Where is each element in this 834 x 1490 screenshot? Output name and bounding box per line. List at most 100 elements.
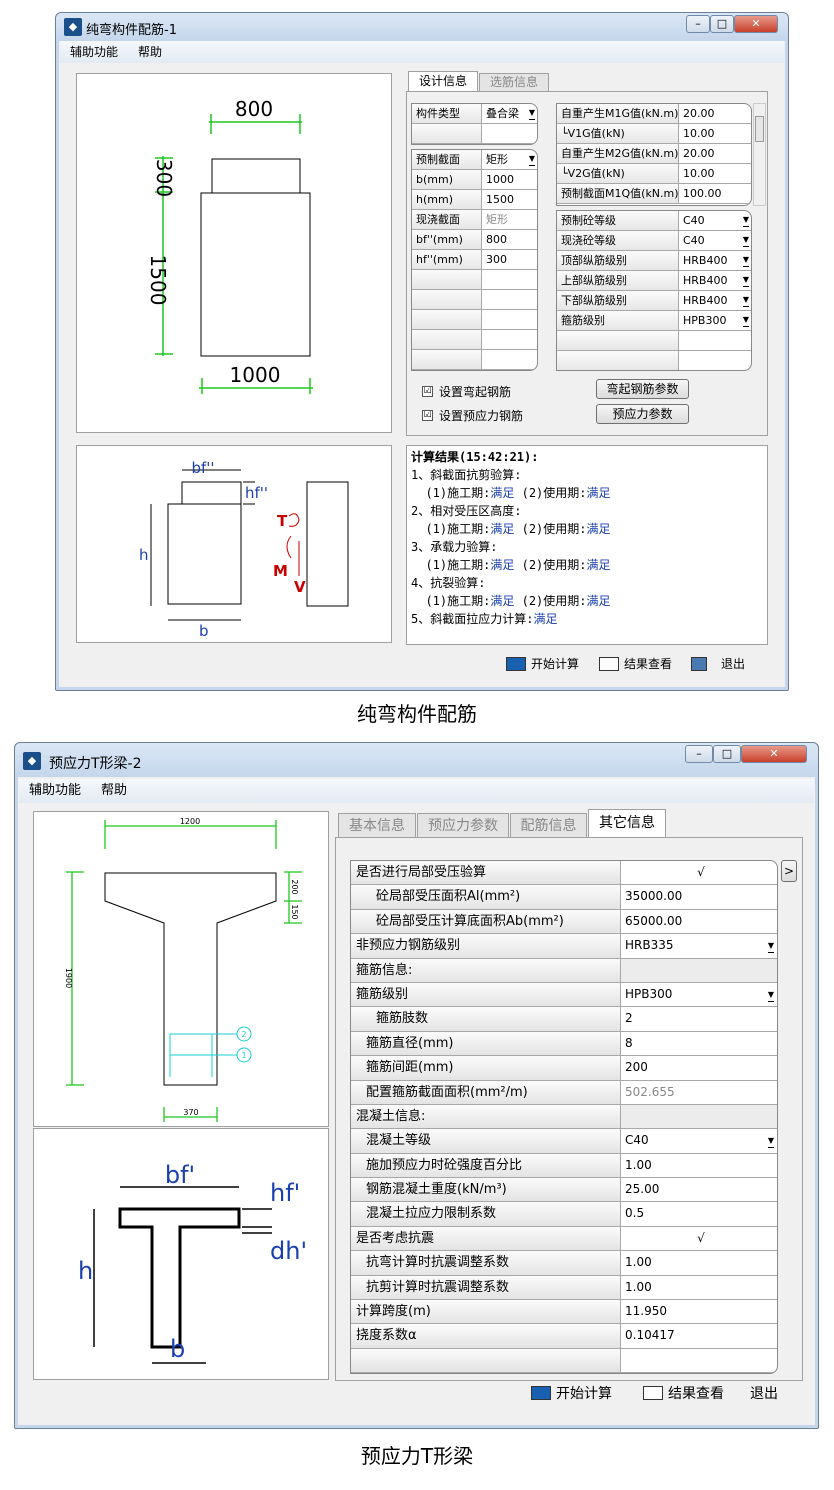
row-value[interactable]: 0.10417	[625, 1328, 675, 1343]
exit-button[interactable]: 退出	[691, 655, 745, 672]
dropdown-arrow-icon[interactable]: ▼	[528, 107, 535, 120]
maximize-button[interactable]: □	[713, 745, 741, 763]
load-table-scrollbar[interactable]	[753, 103, 766, 206]
dropdown-arrow-icon[interactable]: ▼	[767, 1135, 774, 1149]
row-value[interactable]: 叠合梁▼	[486, 107, 535, 120]
bent-bar-params-button[interactable]: 弯起钢筋参数	[596, 379, 689, 399]
rebar-tag-2: 2	[241, 1030, 246, 1039]
row-value[interactable]: 10.00	[683, 127, 715, 140]
row-value[interactable]	[679, 351, 751, 370]
menu-tools[interactable]: 辅助功能	[70, 45, 119, 59]
caption-2: 预应力T形梁	[360, 1444, 474, 1468]
row-value[interactable]: 1000	[486, 173, 514, 186]
label-M: M	[273, 562, 288, 580]
row-value[interactable]: 65000.00	[625, 913, 683, 928]
row-value[interactable]: 矩形▼	[486, 153, 535, 166]
dropdown-arrow-icon[interactable]: ▼	[742, 214, 749, 227]
dropdown-arrow-icon[interactable]: ▼	[742, 294, 749, 307]
row-value[interactable]	[482, 290, 537, 309]
close-button[interactable]: ✕	[734, 15, 778, 33]
row-value[interactable]: HRB335▼	[625, 938, 774, 954]
tab-design-info[interactable]: 设计信息	[408, 71, 478, 91]
result-crack: 4、抗裂验算:	[411, 576, 486, 590]
tab-reinforcement-info[interactable]: 配筋信息	[510, 813, 587, 837]
row-value[interactable]: 8	[625, 1035, 633, 1050]
tab-prestress-params[interactable]: 预应力参数	[417, 813, 509, 837]
row-value[interactable]: 35000.00	[625, 889, 683, 904]
dropdown-arrow-icon[interactable]: ▼	[742, 234, 749, 247]
start-calc-button[interactable]: 开始计算	[506, 655, 579, 672]
menu-tools[interactable]: 辅助功能	[29, 783, 82, 798]
row-value[interactable]: C40▼	[683, 214, 749, 227]
row-value[interactable]	[482, 330, 537, 349]
menu-help[interactable]: 帮助	[138, 45, 163, 59]
row-value[interactable]: √	[697, 865, 705, 879]
tab-bar-selection[interactable]: 选筋信息	[479, 73, 549, 91]
row-value[interactable]: C40▼	[683, 234, 749, 247]
menu-help[interactable]: 帮助	[101, 783, 128, 798]
row-value[interactable]: 100.00	[683, 187, 722, 200]
row-value[interactable]: 0.5	[625, 1206, 645, 1221]
checkbox-bent-bar[interactable]: ☑设置弯起钢筋	[422, 385, 512, 399]
row-label: 钢筋混凝土重度(kN/m³)	[351, 1178, 621, 1202]
row-value[interactable]: HPB300▼	[683, 314, 749, 327]
row-value[interactable]: 矩形	[486, 213, 508, 226]
checkbox-prestress-bar[interactable]: ☑设置预应力钢筋	[422, 409, 524, 423]
schematic-svg: bf'' hf'' h b T M V	[139, 459, 349, 640]
row-value[interactable]: 1.00	[625, 1255, 652, 1270]
row-value[interactable]: 11.950	[625, 1304, 667, 1319]
dropdown-arrow-icon[interactable]: ▼	[528, 153, 535, 166]
window-title: 预应力T形梁-2	[49, 756, 142, 772]
row-value[interactable]: 1.00	[625, 1157, 652, 1172]
minimize-button[interactable]: –	[686, 15, 710, 33]
row-value[interactable]: 1.00	[625, 1279, 652, 1294]
exit-button[interactable]: 退出	[750, 1386, 778, 1402]
dropdown-arrow-icon[interactable]: ▼	[742, 314, 749, 327]
result-capacity: 3、承载力验算:	[411, 540, 498, 554]
row-value[interactable]: 20.00	[683, 147, 715, 160]
expand-arrow-button[interactable]: >	[781, 860, 797, 882]
row-value[interactable]	[482, 124, 537, 143]
dropdown-arrow-icon[interactable]: ▼	[767, 940, 774, 954]
row-value[interactable]	[679, 331, 751, 350]
row-value[interactable]: HRB400▼	[683, 294, 749, 307]
row-value[interactable]	[621, 1349, 777, 1372]
row-label: 现浇砼等级	[557, 231, 679, 250]
row-value[interactable]	[482, 310, 537, 329]
row-value[interactable]	[621, 1104, 777, 1129]
row-value[interactable]: 20.00	[683, 107, 715, 120]
calc-results: 计算结果(15:42:21): 1、斜截面抗剪验算: (1)施工期:满足 (2)…	[406, 445, 768, 645]
minimize-button[interactable]: –	[685, 745, 713, 763]
row-value[interactable]: 800	[486, 233, 507, 246]
dropdown-arrow-icon[interactable]: ▼	[742, 274, 749, 287]
row-value[interactable]	[482, 270, 537, 289]
view-results-button[interactable]: 结果查看	[599, 655, 672, 672]
row-value[interactable]: √	[697, 1230, 705, 1245]
row-value[interactable]: 10.00	[683, 167, 715, 180]
row-value[interactable]: 502.655	[625, 1084, 675, 1099]
tab-basic-info[interactable]: 基本信息	[338, 813, 416, 837]
dim-haunch: 150	[290, 904, 299, 919]
row-value[interactable]: HPB300▼	[625, 986, 774, 1002]
row-value[interactable]: HRB400▼	[683, 274, 749, 287]
row-value[interactable]	[482, 350, 537, 369]
row-value[interactable]	[621, 958, 777, 982]
prestress-params-button[interactable]: 预应力参数	[596, 404, 689, 424]
row-value[interactable]: HRB400▼	[683, 254, 749, 267]
row-value[interactable]: 300	[486, 253, 507, 266]
tab-other-info[interactable]: 其它信息	[588, 809, 666, 837]
maximize-button[interactable]: □	[710, 15, 734, 33]
dropdown-arrow-icon[interactable]: ▼	[767, 989, 774, 1002]
results-header: 计算结果(15:42:21):	[411, 450, 539, 464]
close-button[interactable]: ✕	[741, 745, 807, 763]
row-value[interactable]: 1500	[486, 193, 514, 206]
row-value[interactable]: C40▼	[625, 1133, 774, 1149]
dropdown-arrow-icon[interactable]: ▼	[742, 254, 749, 267]
start-calc-button[interactable]: 开始计算	[531, 1383, 612, 1403]
view-results-button[interactable]: 结果查看	[643, 1383, 724, 1403]
row-value[interactable]: 200	[625, 1060, 648, 1075]
row-value[interactable]: 25.00	[625, 1182, 660, 1197]
row-value[interactable]: 2	[625, 1011, 633, 1026]
